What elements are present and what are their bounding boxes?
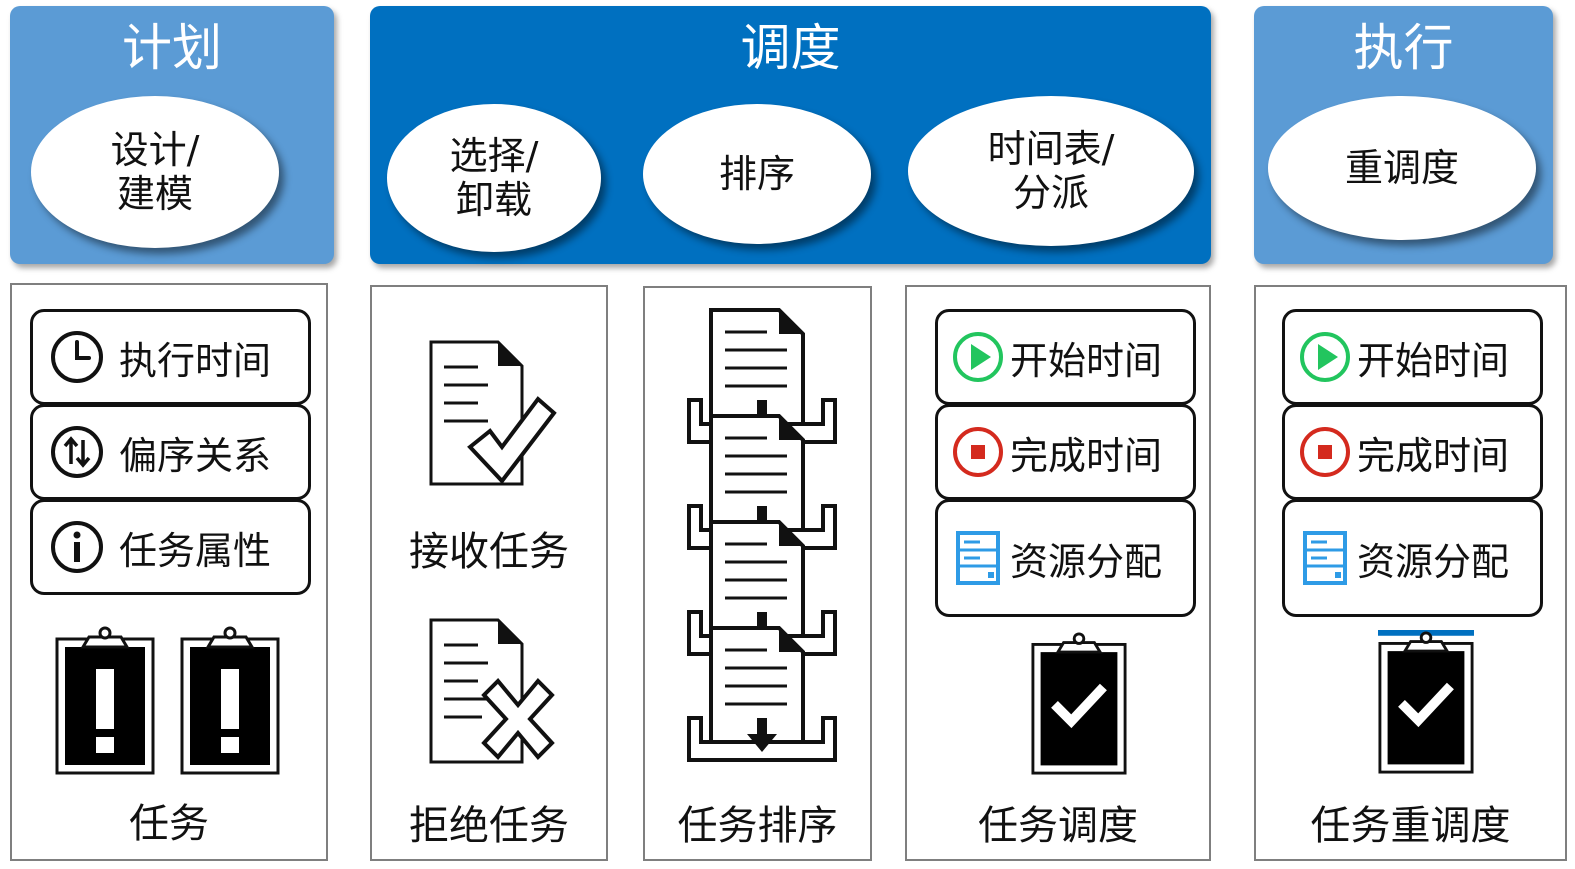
reject-caption: 拒绝任务: [409, 803, 569, 849]
dispatch-panel: 开始时间 完成时间 资源分配 任务调度: [905, 285, 1211, 861]
execute-header: 执行 重调度: [1254, 6, 1553, 264]
plan-title: 计划: [122, 19, 222, 77]
row-label: 完成时间: [1357, 433, 1510, 478]
row-exec-time: 执行时间: [30, 309, 311, 405]
schedule-ellipse-label: 选择/ 卸载: [449, 134, 539, 222]
clipboard-alert-icon: [180, 626, 280, 775]
info-icon: [51, 521, 103, 573]
play-icon: [953, 332, 1003, 382]
task-panel: 执行时间 偏序关系 任务属性 任务: [10, 283, 328, 861]
clipboard-check-icon: [1378, 630, 1474, 774]
execute-ellipse-label: 重调度: [1344, 146, 1459, 190]
document-tray-stack-icon: [687, 308, 837, 762]
stop-icon: [953, 427, 1003, 477]
accept-caption: 接收任务: [409, 529, 569, 575]
server-icon: [1303, 531, 1347, 585]
row-label: 执行时间: [119, 338, 272, 383]
schedule-ellipse-label: 排序: [718, 152, 795, 196]
schedule-ellipse-sort: 排序: [643, 104, 871, 244]
up-down-arrows-icon: [51, 426, 103, 478]
execute-ellipse: 重调度: [1268, 96, 1536, 240]
execute-title: 执行: [1353, 19, 1454, 77]
row-label: 任务属性: [119, 528, 272, 573]
row-label: 资源分配: [1357, 539, 1510, 584]
schedule-ellipse-label: 时间表/ 分派: [987, 127, 1115, 215]
clipboard-check-icon: [1031, 632, 1127, 775]
clipboard-alert-icon: [55, 626, 155, 775]
row-partial-order: 偏序关系: [30, 404, 311, 500]
server-icon: [956, 531, 1000, 585]
play-icon: [1300, 332, 1350, 382]
schedule-title: 调度: [740, 19, 841, 77]
plan-ellipse-label: 设计/ 建模: [110, 128, 200, 216]
reschedule-panel: 开始时间 完成时间 资源分配 任务重调度: [1254, 285, 1567, 861]
sort-caption: 任务排序: [677, 803, 838, 849]
row-label: 偏序关系: [119, 433, 272, 478]
row-start-time: 开始时间: [1282, 309, 1543, 405]
row-task-attr: 任务属性: [30, 499, 311, 595]
document-check-icon: [429, 340, 557, 486]
row-finish-time: 完成时间: [1282, 404, 1543, 500]
row-finish-time: 完成时间: [935, 404, 1196, 500]
task-caption: 任务: [129, 801, 209, 847]
receive-panel: 接收任务 拒绝任务: [370, 285, 608, 861]
document-reject-icon: [429, 618, 555, 764]
row-label: 开始时间: [1357, 338, 1510, 383]
reschedule-caption: 任务重调度: [1310, 803, 1511, 849]
plan-ellipse: 设计/ 建模: [31, 96, 279, 248]
row-start-time: 开始时间: [935, 309, 1196, 405]
row-label: 资源分配: [1010, 539, 1163, 584]
schedule-ellipse-timetable: 时间表/ 分派: [908, 96, 1194, 246]
row-resource: 资源分配: [1282, 499, 1543, 617]
row-label: 完成时间: [1010, 433, 1163, 478]
sort-panel: 任务排序: [643, 286, 872, 861]
clock-icon: [51, 331, 103, 383]
plan-header: 计划 设计/ 建模: [10, 6, 334, 264]
schedule-ellipse-select: 选择/ 卸载: [387, 104, 601, 252]
stop-icon: [1300, 427, 1350, 477]
row-label: 开始时间: [1010, 338, 1163, 383]
row-resource: 资源分配: [935, 499, 1196, 617]
schedule-header: 调度 选择/ 卸载 排序 时间表/ 分派: [370, 6, 1211, 264]
dispatch-caption: 任务调度: [978, 803, 1138, 849]
